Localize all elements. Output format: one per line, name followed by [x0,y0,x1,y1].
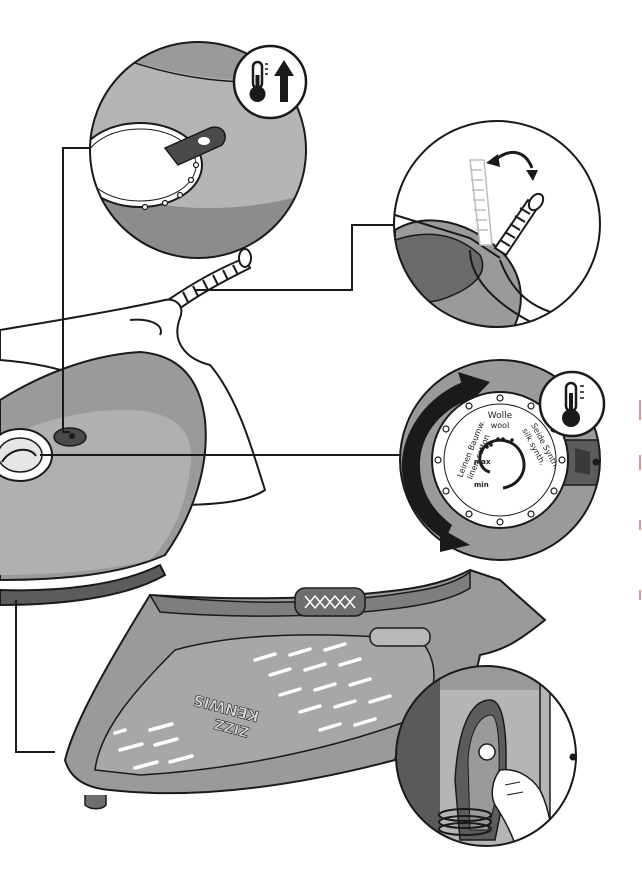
zoom-circle-cord-swivel [394,121,600,335]
zoom-circle-control [78,40,320,260]
base-vent [295,588,365,616]
dial-label-wool: wool [491,421,510,430]
zoom-circle-temperature-dial: Wolle wool Leinen Baumw. linen cotton Se… [400,360,605,560]
dial-label-max: max [474,458,491,466]
thermometer-icon [540,372,604,436]
thermometer-up-icon [234,46,306,118]
cord-sleeve [168,249,251,312]
dial-label-min: min [474,481,489,489]
steam-iron [0,249,265,605]
dial-label-wolle: Wolle [488,411,513,421]
